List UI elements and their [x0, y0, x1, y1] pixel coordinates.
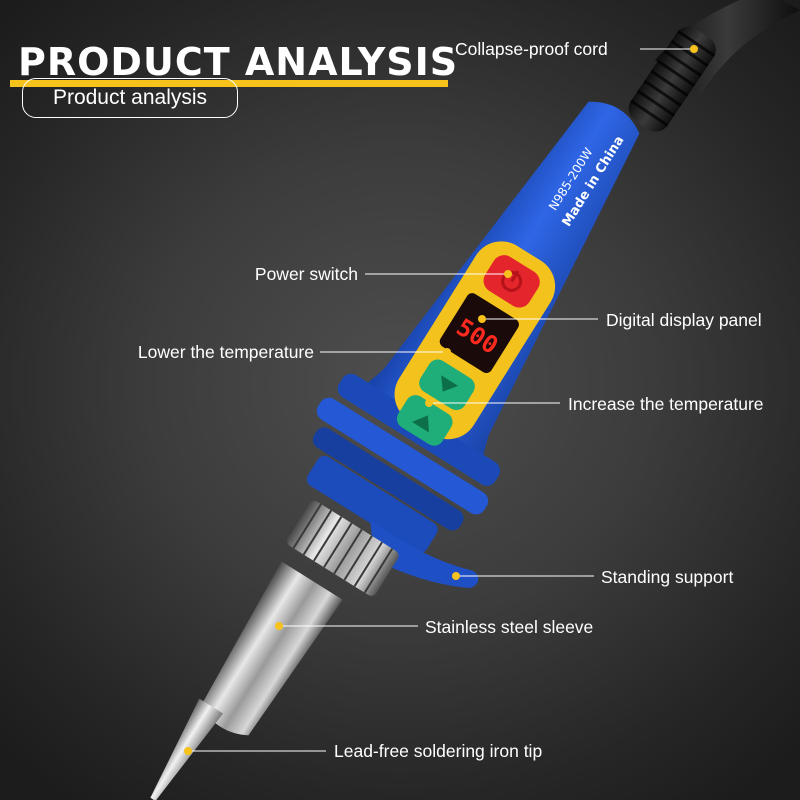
- callout-power-switch: Power switch: [254, 264, 358, 284]
- page-title: PRODUCT ANALYSIS: [18, 40, 459, 84]
- callout-cord: Collapse-proof cord: [455, 39, 608, 59]
- callout-standing-support: Standing support: [601, 567, 734, 587]
- handle: 500 N985-200W Made in China: [306, 101, 640, 553]
- stand-support: [370, 520, 479, 588]
- callout-sleeve: Stainless steel sleeve: [425, 617, 594, 637]
- callout-tip: Lead-free soldering iron tip: [334, 741, 543, 761]
- callout-display-panel: Digital display panel: [606, 310, 762, 330]
- iron-tip: [150, 698, 224, 800]
- callout-increase-temp: Increase the temperature: [568, 394, 764, 414]
- digital-display: [439, 293, 519, 373]
- threaded-nut: [287, 501, 399, 596]
- steel-sleeve: [200, 561, 343, 736]
- section-pill: Product analysis: [22, 78, 238, 118]
- power-button: [483, 255, 540, 308]
- callout-lower-temp: Lower the temperature: [137, 342, 314, 362]
